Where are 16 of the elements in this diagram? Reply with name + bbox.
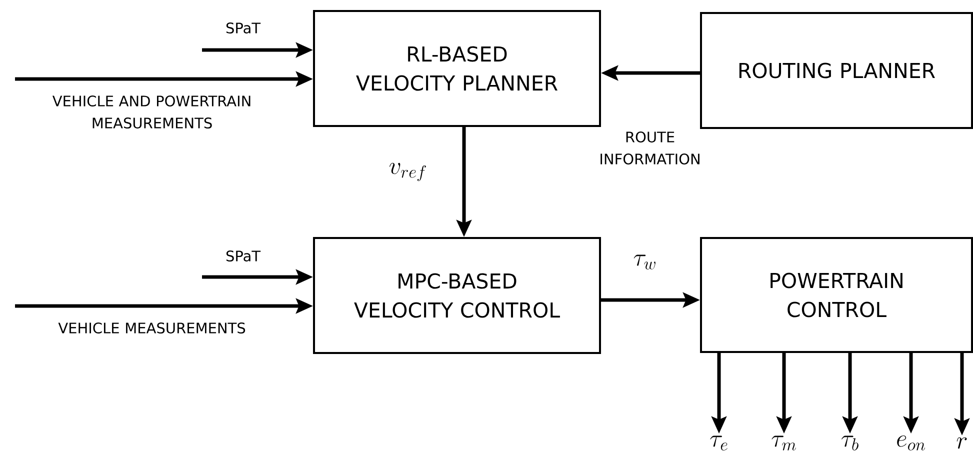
edge-label: $\tau_{w}$ <box>632 254 658 270</box>
edge-label: VEHICLE MEASUREMENTS <box>58 322 246 334</box>
process-box: MPC-BASED VELOCITY CONTROL <box>313 237 601 354</box>
output-symbol: $r$ <box>956 437 967 449</box>
edge-label: SPaT <box>226 250 261 262</box>
process-box: POWERTRAIN CONTROL <box>700 237 973 353</box>
output-symbol: $e_{on}$ <box>897 436 925 450</box>
edge-label: ROUTE INFORMATION <box>600 132 700 164</box>
edge-label: VEHICLE AND POWERTRAIN MEASUREMENTS <box>52 96 250 128</box>
process-box: RL-BASED VELOCITY PLANNER <box>313 10 601 127</box>
edge-label: $v_{ref}$ <box>388 162 428 182</box>
edge-label: SPaT <box>226 22 261 34</box>
output-symbol: $\tau_{b}$ <box>842 436 858 450</box>
output-symbol: $\tau_{e}$ <box>710 436 728 450</box>
output-symbol: $\tau_{m}$ <box>772 436 796 450</box>
process-box: ROUTING PLANNER <box>700 12 973 129</box>
